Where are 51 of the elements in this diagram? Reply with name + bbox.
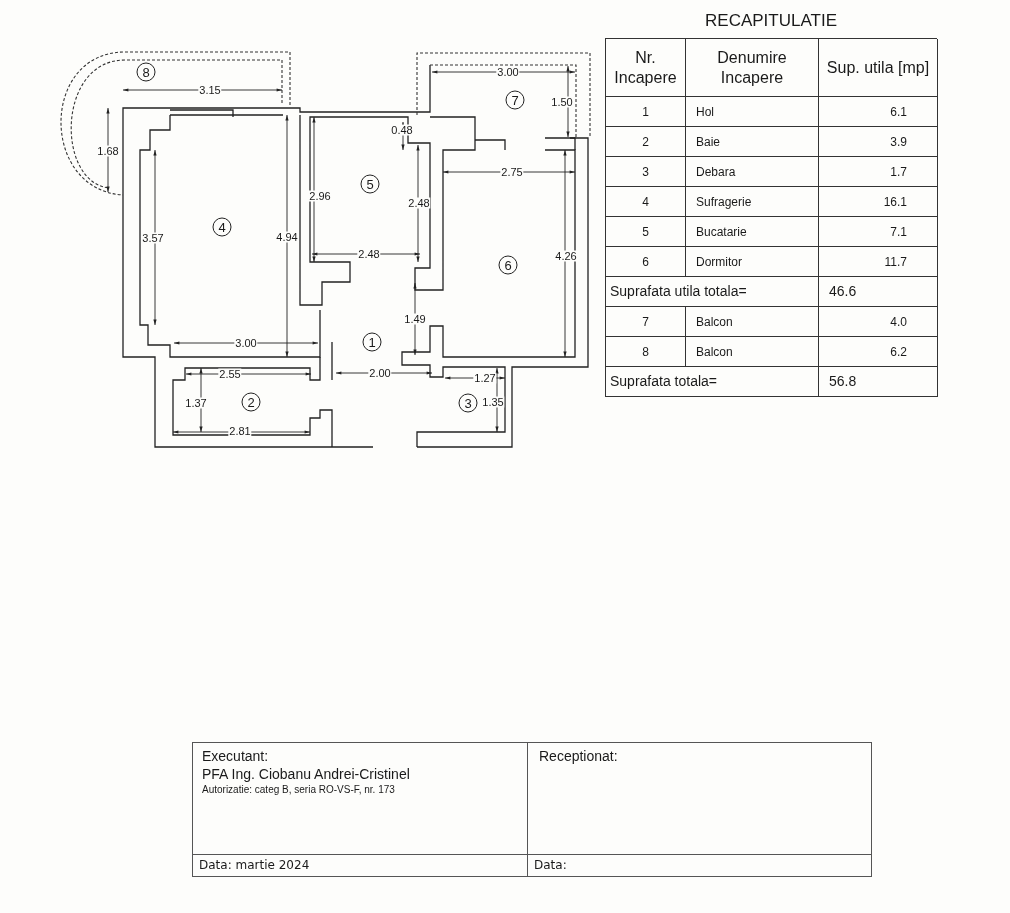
- dimension-label: 2.48: [357, 248, 381, 260]
- table-cell: 8: [606, 337, 686, 367]
- table-cell: Suprafata totala=: [606, 367, 819, 397]
- date-cell: Data: martie 2024: [193, 855, 528, 876]
- table-cell: 3.9: [819, 127, 938, 157]
- table-title: RECAPITULATIE: [704, 12, 838, 29]
- table-cell: 11.7: [819, 247, 938, 277]
- table-cell: 5: [606, 217, 686, 247]
- table-cell: 16.1: [819, 187, 938, 217]
- dimension-label: 2.96: [308, 190, 332, 202]
- table-cell: Sufragerie: [686, 187, 819, 217]
- dimension-label: 2.00: [368, 367, 392, 379]
- table-cell: 6: [606, 247, 686, 277]
- dimension-label: 2.75: [500, 166, 524, 178]
- field-label: Receptionat:: [539, 747, 619, 765]
- table-cell: 1: [606, 97, 686, 127]
- table-cell: Balcon: [686, 337, 819, 367]
- table-cell: Debara: [686, 157, 819, 187]
- table-cell: 3: [606, 157, 686, 187]
- table-header-cell: Denumire Incapere: [686, 39, 819, 97]
- table-cell: 7.1: [819, 217, 938, 247]
- table-header-cell: Sup. utila [mp]: [819, 39, 938, 97]
- table-cell: 56.8: [819, 367, 938, 397]
- table-cell: 4.0: [819, 307, 938, 337]
- date-cell-text: Data:: [533, 857, 568, 874]
- dimension-label: 1.37: [184, 397, 208, 409]
- table-cell: 7: [606, 307, 686, 337]
- table-cell: Bucatarie: [686, 217, 819, 247]
- dimension-label: 3.00: [234, 337, 258, 349]
- dimension-label: 2.81: [228, 425, 252, 437]
- table-header-cell: Nr. Incapere: [606, 39, 686, 97]
- dimension-label: 3.15: [198, 84, 222, 96]
- table-cell: Dormitor: [686, 247, 819, 277]
- table-cell: Suprafata utila totala=: [606, 277, 819, 307]
- authorization-text: Autorizatie: categ B, seria RO-VS-F, nr. 173: [202, 783, 396, 797]
- executant-name: PFA Ing. Ciobanu Andrei-Cristinel: [202, 765, 411, 783]
- table-cell: Balcon: [686, 307, 819, 337]
- table-cell: 6.2: [819, 337, 938, 367]
- table-cell: 1.7: [819, 157, 938, 187]
- table-cell: 4: [606, 187, 686, 217]
- dimension-label: 1.68: [96, 145, 120, 157]
- table-cell: 2: [606, 127, 686, 157]
- dimension-label: 1.50: [550, 96, 574, 108]
- dimension-label: 2.48: [407, 197, 431, 209]
- field-label: Executant:: [202, 747, 270, 765]
- table-cell: 46.6: [819, 277, 938, 307]
- table-cell: 6.1: [819, 97, 938, 127]
- dimension-label: 3.57: [141, 232, 165, 244]
- table-cell: Baie: [686, 127, 819, 157]
- dimension-label: 4.94: [275, 231, 299, 243]
- table-cell: Hol: [686, 97, 819, 127]
